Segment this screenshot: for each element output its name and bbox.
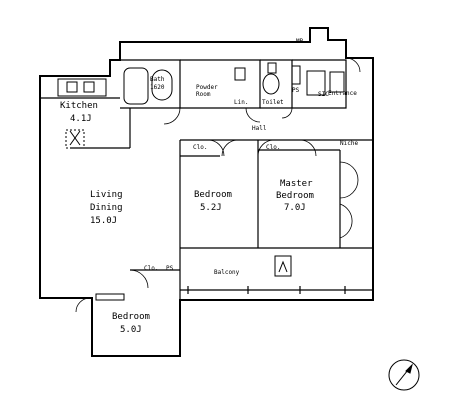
small-labels: Bath 1620 Powder Room Lin. Toilet PS SIC…: [144, 38, 358, 276]
bedroom-lower-size: 5.0J: [120, 325, 142, 335]
entrance-label: Entrance: [328, 90, 357, 97]
master-label: Master: [280, 179, 313, 189]
bedroom-middle-size: 5.2J: [200, 203, 222, 213]
ps-lower-label: PS: [166, 265, 174, 272]
linen-label: Lin.: [234, 99, 248, 106]
balcony-strip: [180, 286, 373, 294]
door-swings: [75, 57, 361, 313]
master-bedroom-label: Bedroom: [276, 191, 314, 201]
closet-lower-label: Clo.: [144, 265, 158, 272]
fixtures: [57, 62, 345, 301]
kitchen-size: 4.1J: [70, 114, 92, 124]
living-size: 15.0J: [90, 216, 117, 226]
kitchen-label: Kitchen: [60, 101, 98, 111]
room-labels: Kitchen 4.1J Living Dining 15.0J Bedroom…: [60, 101, 314, 335]
living-label: Living: [90, 190, 123, 200]
dining-label: Dining: [90, 203, 123, 213]
hall-label: Hall: [252, 125, 267, 132]
bath-size-label: 1620: [150, 84, 165, 91]
master-size: 7.0J: [284, 203, 306, 213]
sic-label: SIC: [318, 91, 329, 98]
powder-room-label-2: Room: [196, 91, 211, 98]
mb-label: MB: [296, 38, 304, 45]
north-compass-icon: [388, 359, 420, 391]
toilet-label: Toilet: [262, 99, 284, 106]
bedroom-lower-label: Bedroom: [112, 312, 150, 322]
closet-middle-label: Clo.: [193, 144, 207, 151]
bedroom-middle-label: Bedroom: [194, 190, 232, 200]
bath-label: Bath: [150, 76, 165, 83]
ps-upper-label: PS: [292, 87, 300, 94]
balcony-label: Balcony: [214, 269, 240, 276]
niche-label: Niche: [340, 140, 358, 147]
powder-room-label: Powder: [196, 84, 218, 91]
closet-master-label: Clo.: [266, 144, 280, 151]
